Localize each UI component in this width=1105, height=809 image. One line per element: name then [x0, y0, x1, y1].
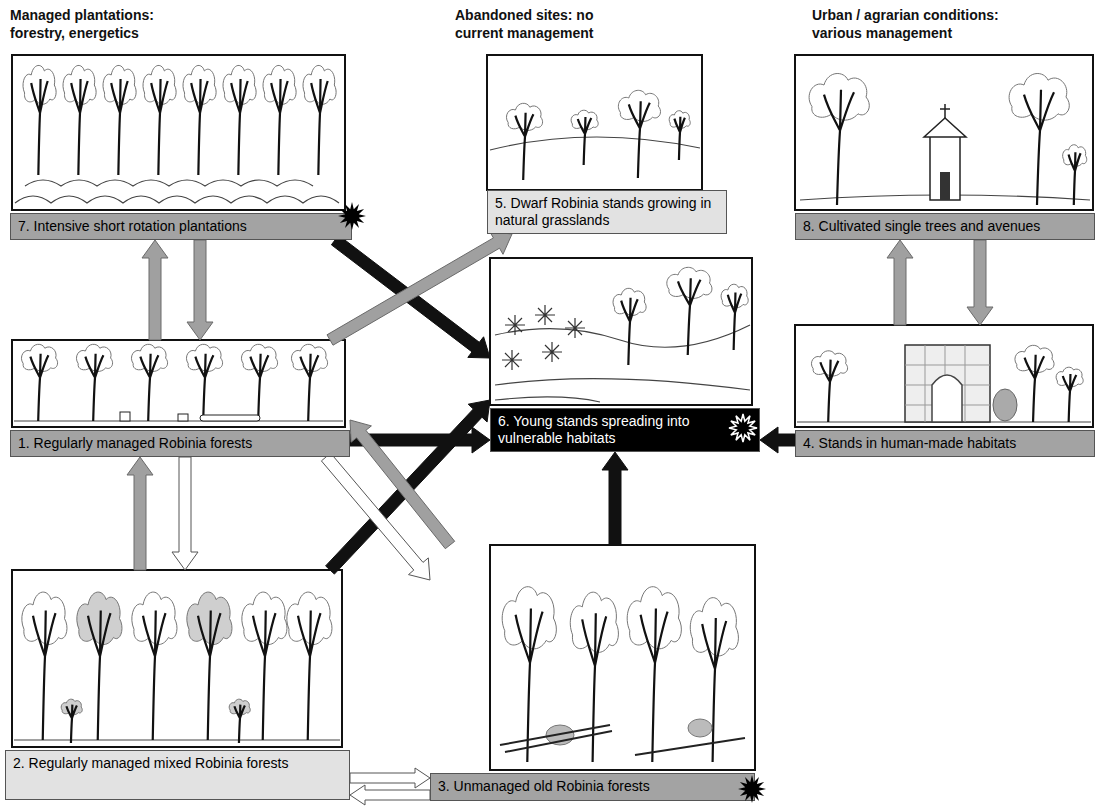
old-forest-sketch [500, 587, 745, 762]
avenue-sketch [800, 74, 1090, 205]
caption-bar: 1. Regularly managed Robinia forests [10, 430, 350, 457]
flow-arrow [127, 457, 153, 570]
panel-box: 6. Young stands spreading into vulnerabl… [490, 258, 760, 452]
caption-text: 5. Dwarf Robinia stands growing in natur… [495, 195, 718, 229]
column-heading: Managed plantations: forestry, energetic… [10, 6, 185, 42]
panel-box: 1. Regularly managed Robinia forests [10, 340, 350, 457]
panel-box: 5. Dwarf Robinia stands growing in natur… [487, 55, 727, 234]
panel-box: 4. Stands in human-made habitats [795, 325, 1095, 457]
caption-text: 3. Unmanaged old Robinia forests [438, 778, 720, 795]
flow-arrow [887, 240, 913, 325]
flow-arrow [142, 240, 168, 340]
picture-area [795, 325, 1095, 430]
picture-frame [12, 55, 345, 210]
picture-frame [12, 570, 342, 747]
forest-sketch [14, 344, 343, 421]
caption-text: 1. Regularly managed Robinia forests [18, 435, 341, 452]
picture-area [795, 55, 1095, 213]
caption-text: 2. Regularly managed mixed Robinia fores… [13, 755, 289, 772]
caption-bar: 7. Intensive short rotation plantations [10, 213, 352, 240]
caption-bar: 5. Dwarf Robinia stands growing in natur… [487, 190, 727, 234]
flow-arrow [967, 240, 993, 325]
plantation-sketch [15, 65, 339, 203]
flow-arrow [350, 768, 430, 788]
caption-bar: 3. Unmanaged old Robinia forests [430, 773, 755, 801]
picture-area [430, 545, 755, 773]
picture-frame [490, 258, 752, 405]
flow-arrow [760, 427, 795, 453]
caption-text: 8. Cultivated single trees and avenues [803, 218, 1088, 235]
ruin-sketch [797, 345, 1091, 422]
caption-text: 6. Young stands spreading into vulnerabl… [498, 413, 721, 447]
column-heading: Abandoned sites: no current management [455, 6, 640, 42]
star-symbol [729, 414, 757, 442]
picture-area [10, 55, 352, 213]
flow-arrow [321, 453, 430, 580]
picture-frame [487, 55, 702, 190]
flow-arrow [350, 420, 455, 549]
star-symbol [338, 202, 366, 230]
panel-box: 7. Intensive short rotation plantations [10, 55, 352, 240]
flow-arrow [187, 240, 213, 340]
panel-box: 2. Regularly managed mixed Robinia fores… [5, 570, 350, 800]
flow-arrow [172, 457, 198, 570]
caption-bar: 8. Cultivated single trees and avenues [795, 213, 1095, 240]
column-heading: Urban / agrarian conditions: various man… [812, 6, 1042, 42]
young-stand-sketch [495, 267, 750, 402]
caption-bar: 2. Regularly managed mixed Robinia fores… [5, 750, 350, 800]
caption-bar: 4. Stands in human-made habitats [795, 430, 1095, 457]
flow-arrow [327, 232, 512, 345]
picture-frame [490, 545, 755, 770]
panel-box: 8. Cultivated single trees and avenues [795, 55, 1095, 240]
picture-area [490, 258, 760, 408]
star-symbol [738, 775, 766, 803]
flow-arrow [350, 785, 430, 805]
flow-arrow [602, 452, 628, 545]
grassland-sketch [490, 90, 700, 180]
caption-text: 4. Stands in human-made habitats [803, 435, 1086, 452]
picture-area [10, 340, 350, 430]
picture-frame [12, 340, 345, 427]
mixed-forest-sketch [14, 592, 340, 743]
panel-box: 3. Unmanaged old Robinia forests [430, 545, 755, 801]
picture-area [487, 55, 727, 190]
caption-text: 7. Intensive short rotation plantations [18, 218, 317, 235]
picture-frame [795, 55, 1093, 210]
picture-area [5, 570, 350, 750]
picture-frame [795, 325, 1093, 427]
caption-bar: 6. Young stands spreading into vulnerabl… [490, 408, 760, 452]
